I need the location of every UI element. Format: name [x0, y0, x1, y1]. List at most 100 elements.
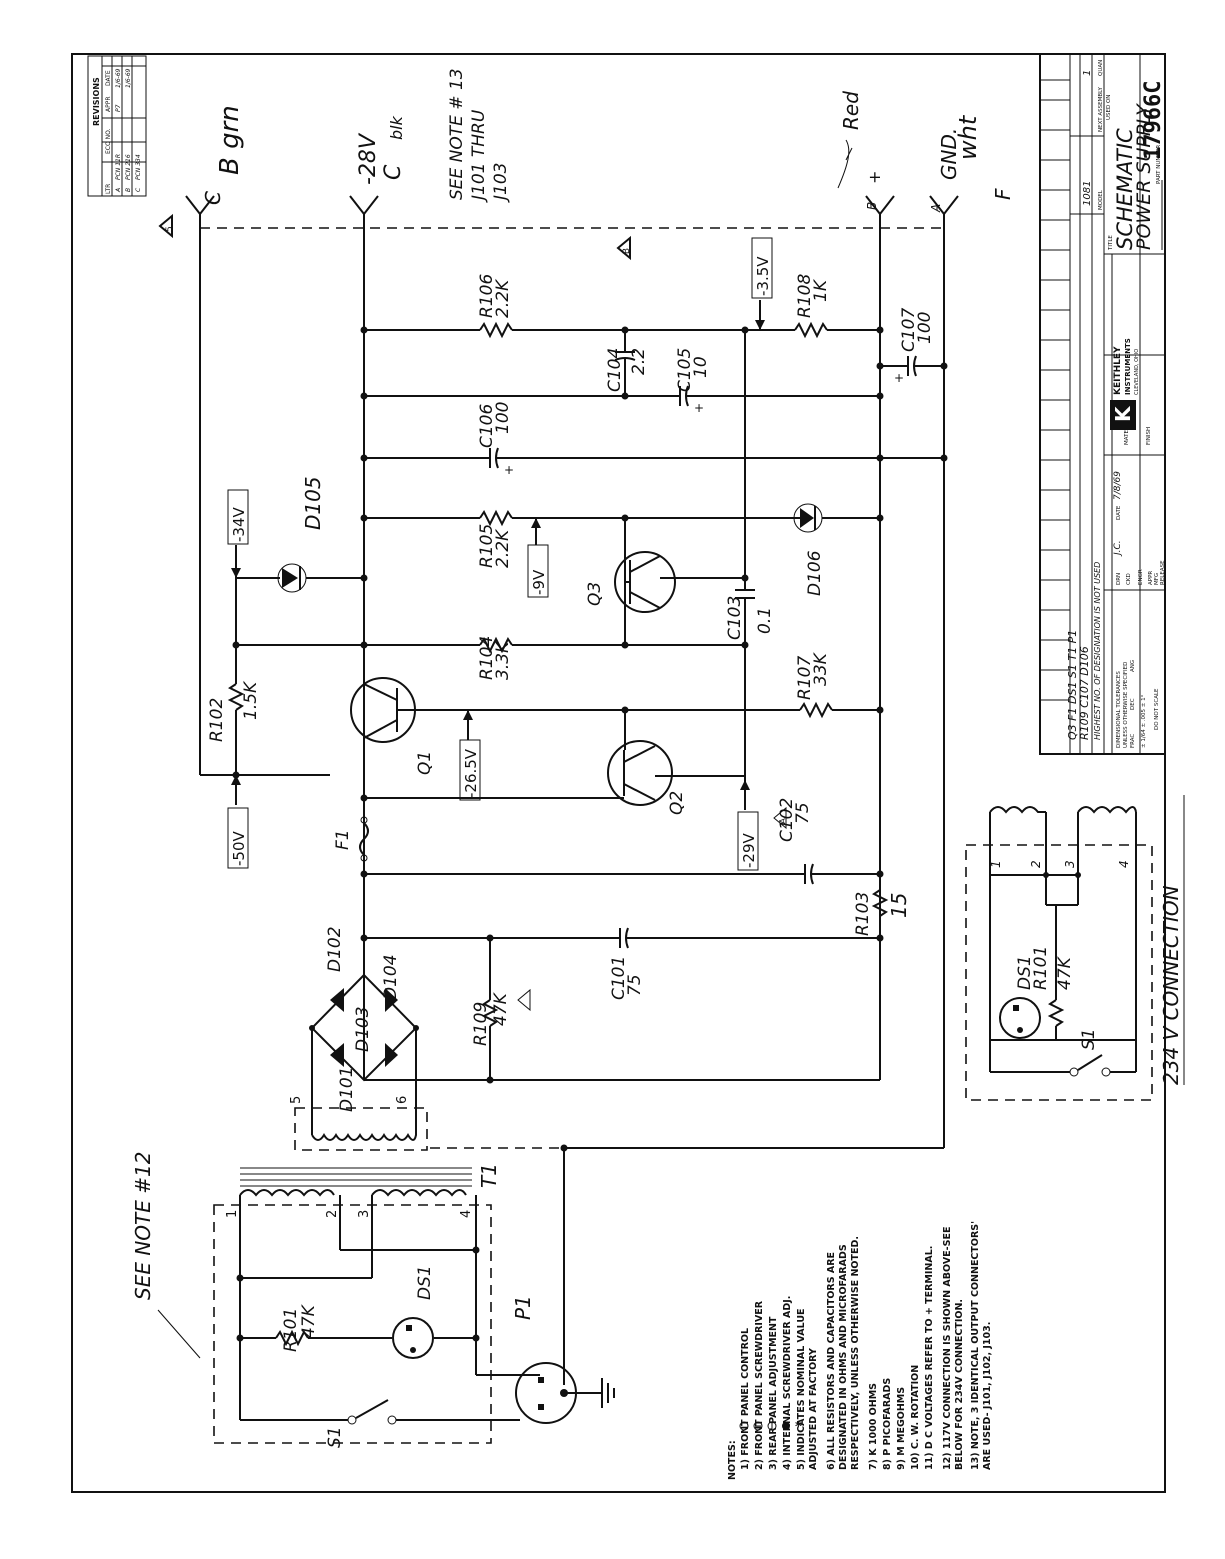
rev-row-c-ltr: C: [135, 187, 142, 192]
rev-row-b-date: 1/6-69: [125, 68, 132, 88]
note-item-10: 10) C. W. ROTATION: [910, 1365, 921, 1470]
tb-ang: ANG: [1130, 660, 1136, 672]
revisions-title: REVISIONS: [92, 77, 101, 126]
r109-resistor: [481, 999, 499, 1027]
c102-value: 75: [793, 802, 813, 824]
keithley-logo: [1110, 400, 1136, 430]
tb-date: DATE: [1116, 505, 1122, 520]
t1-primary: [236, 1189, 480, 1420]
d102-label: D102: [325, 926, 345, 972]
rev-header-appr: APPR: [105, 96, 112, 112]
tb-tolerances: DIMENSIONAL TOLERANCES: [1116, 671, 1122, 748]
tb-chk: CKD: [1126, 573, 1132, 585]
d104-label: D104: [381, 954, 401, 1000]
connector-c-wire: B grn: [215, 105, 245, 175]
d103-label: D103: [353, 1006, 373, 1052]
tb-unless: UNLESS OTHERWISE SPECIFIED: [1123, 662, 1129, 748]
tb-parts-row2: R109 C107 D106: [1078, 646, 1091, 740]
rev-row-c-eco: PCN 334: [135, 154, 142, 180]
tb-drn-value: J.C.: [1113, 540, 1123, 557]
f-mark: F: [991, 188, 1015, 200]
inset-r101: R101: [1031, 946, 1051, 990]
revisions-table: REVISIONS LTR ECO NO. APPR DATE A PCN 11…: [87, 55, 147, 197]
note13-line2: J101 THRU: [469, 109, 489, 203]
tb-drn: DRN: [1116, 573, 1122, 585]
r107-value: 33K: [811, 651, 831, 686]
c106-label: C106: [477, 403, 497, 448]
tb-finish: FINISH: [1146, 427, 1152, 445]
d105-diode: [277, 563, 307, 593]
r104-resistor: [479, 636, 513, 654]
rev-row-b-ltr: B: [125, 188, 132, 192]
note-item-7: 7) K 1000 OHMS: [868, 1383, 879, 1470]
r104-value: 3.3K: [493, 640, 513, 680]
c102-label: C102: [777, 798, 797, 842]
inset-pin3: 3: [1063, 860, 1077, 868]
tb-release: RELEASE: [1160, 560, 1166, 585]
voltage-neg26-5v: -26.5V: [462, 748, 480, 798]
note-item-4: 4) INTERNAL SCREWDRIVER ADJ.: [782, 1296, 793, 1470]
title-block: Q3 F1 DS1 S1 T1 P1 R109 C107 D106 HIGHES…: [1039, 53, 1166, 755]
r108-label: R108: [795, 274, 815, 318]
primary-dashed-box: [213, 1204, 492, 1444]
tb-do-not-scale: DO NOT SCALE: [1154, 688, 1160, 730]
voltage-neg50v: -50V: [230, 831, 248, 866]
notes-block: NOTES: 1) FRONT PANEL CONTROL 2) FRONT P…: [727, 1221, 993, 1480]
c103-label: C103: [725, 596, 745, 640]
delta-a-marker-r109: [517, 988, 531, 1012]
rev-row-a-ltr: A: [115, 188, 122, 193]
tb-date-value: 7/8/69: [1113, 471, 1123, 500]
t1-pin3: 3: [357, 1210, 372, 1218]
c107-value: 100: [915, 312, 935, 344]
connector-b-polarity: +: [865, 171, 884, 184]
connector-b-arrow-mark: [837, 139, 853, 189]
inset-234v: [965, 806, 1153, 1101]
rev-row-a-eco: PCN 11R: [115, 154, 122, 180]
tb-tol-values: ± 1/64 ± .005 ± 1°: [1141, 694, 1147, 748]
connector-neg28v: -28V C blk: [349, 115, 406, 216]
r109-value: 47K: [491, 991, 511, 1026]
neg28v-pin: C: [381, 164, 406, 180]
note12-callout: SEE NOTE #12: [131, 1152, 155, 1300]
ds1-label: DS1: [415, 1265, 435, 1300]
delta-5-label: 5: [165, 226, 175, 232]
note-item-9: 9) M MEGOHMS: [896, 1387, 907, 1470]
connector-c-pin: C: [201, 191, 225, 205]
c103-value: 0.1: [755, 607, 775, 634]
delta-a-marker-c102: [773, 806, 787, 830]
r103-resistor: [871, 889, 889, 917]
rev-row-a-date: 1/6-69: [115, 68, 122, 88]
p1-label: P1: [511, 1295, 535, 1320]
c104-label: C104: [605, 348, 625, 392]
inset-ds1: DS1: [1015, 955, 1035, 990]
c104-value: 2.2: [629, 348, 649, 375]
inset-pin4: 4: [1117, 860, 1131, 868]
gnd-label: GND.: [937, 128, 961, 180]
r108-resistor: [794, 321, 828, 339]
delta-b-label: B: [622, 248, 632, 254]
r106-label: R106: [477, 274, 497, 318]
delta-5-marker: [158, 213, 173, 239]
tb-company: KEITHLEY: [1113, 346, 1123, 395]
note13-line3: J103: [491, 163, 511, 203]
tb-appr: APPR: [1148, 571, 1154, 585]
r102-label: R102: [207, 698, 227, 742]
note-item-6b: DESIGNATED IN OHMS AND MICROFARADS: [838, 1244, 849, 1470]
voltage-neg3-5v: -3.5V: [754, 256, 772, 296]
tb-mfg: MFG: [1154, 573, 1160, 585]
q2-transistor: [607, 740, 673, 806]
inset-title: 234 V CONNECTION: [1159, 885, 1183, 1085]
c106-capacitor: +: [489, 447, 514, 477]
note-item-1: 1) FRONT PANEL CONTROL: [740, 1328, 751, 1470]
tb-part-number-label: PART NUMBER: [1156, 145, 1162, 184]
connector-b-pin: B: [865, 202, 879, 210]
connector-a-pin: A: [929, 204, 943, 213]
q2-label: Q2: [667, 791, 687, 815]
connector-b-wire: Red: [839, 91, 863, 130]
r103-label: R103: [853, 892, 873, 936]
tb-frac: FRAC: [1130, 734, 1136, 748]
note-item-6c: RESPECTIVELY, UNLESS OTHERWISE NOTED.: [850, 1236, 861, 1470]
r108-value: 1K: [811, 278, 831, 302]
c107-label: C107: [899, 307, 919, 352]
